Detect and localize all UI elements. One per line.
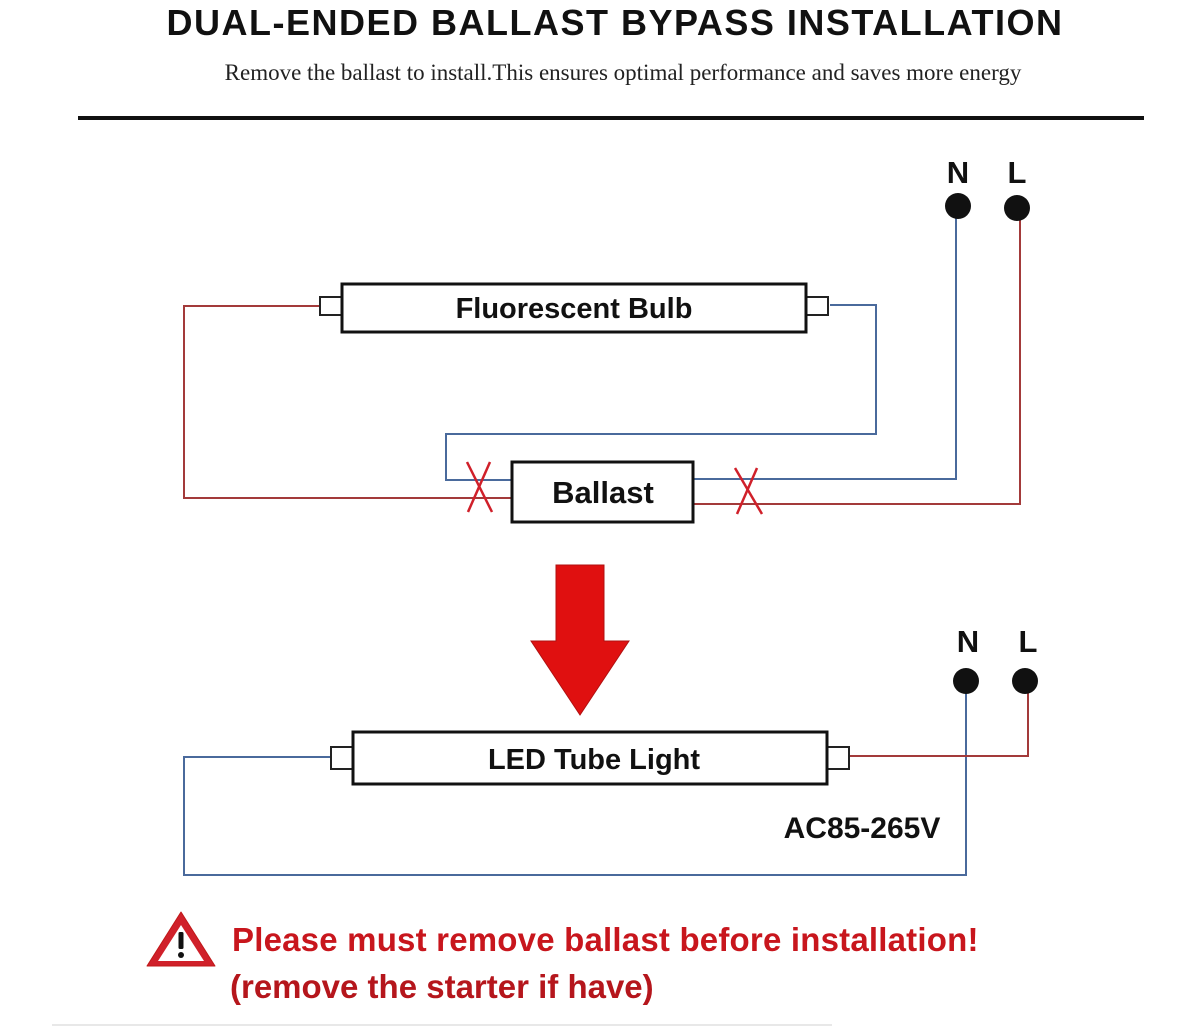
cut-mark-right-icon [733,467,764,515]
cut-mark-left-icon [465,461,494,513]
fluorescent-bulb [340,282,808,334]
ballast-label: Ballast [552,475,654,510]
before-live-label: L [1008,155,1027,190]
after-live-label: L [1019,624,1038,659]
after-neutral-wire [183,684,967,876]
fluorescent-bulb-right-pin [805,296,829,316]
fluorescent-bulb-label: Fluorescent Bulb [456,293,693,325]
voltage-label: AC85-265V [784,812,941,845]
led-tube-right-pin [826,746,850,770]
led-tube [351,730,829,786]
after-neutral-terminal [953,668,979,694]
fluorescent-bulb-left-pin [319,296,343,316]
page-subtitle: Remove the ballast to install.This ensur… [224,60,1022,85]
after-neutral-label: N [957,624,979,659]
before-live-wire-left [183,305,512,499]
before-diagram: Fluorescent Bulb Ballast N L [183,155,1030,524]
after-live-terminal [1012,668,1038,694]
before-neutral-terminal [945,193,971,219]
before-live-wire-right [693,210,1021,505]
before-neutral-wire-right [693,208,957,480]
bottom-divider [52,1024,832,1026]
warning-message: Please must remove ballast before instal… [232,921,979,958]
ballast-box [510,460,695,524]
before-neutral-label: N [947,155,969,190]
after-live-wire [848,684,1029,757]
led-tube-label: LED Tube Light [488,744,700,776]
warning-note: (remove the starter if have) [230,968,654,1005]
before-live-terminal [1004,195,1030,221]
page-title: DUAL-ENDED BALLAST BYPASS INSTALLATION [166,2,1064,43]
down-arrow-icon [530,564,630,716]
before-neutral-wire-bulb [445,304,877,481]
after-diagram: LED Tube Light AC85-265V N L [183,624,1038,876]
header-divider [78,116,1144,120]
warning-triangle-icon [146,911,216,967]
led-tube-left-pin [330,746,354,770]
